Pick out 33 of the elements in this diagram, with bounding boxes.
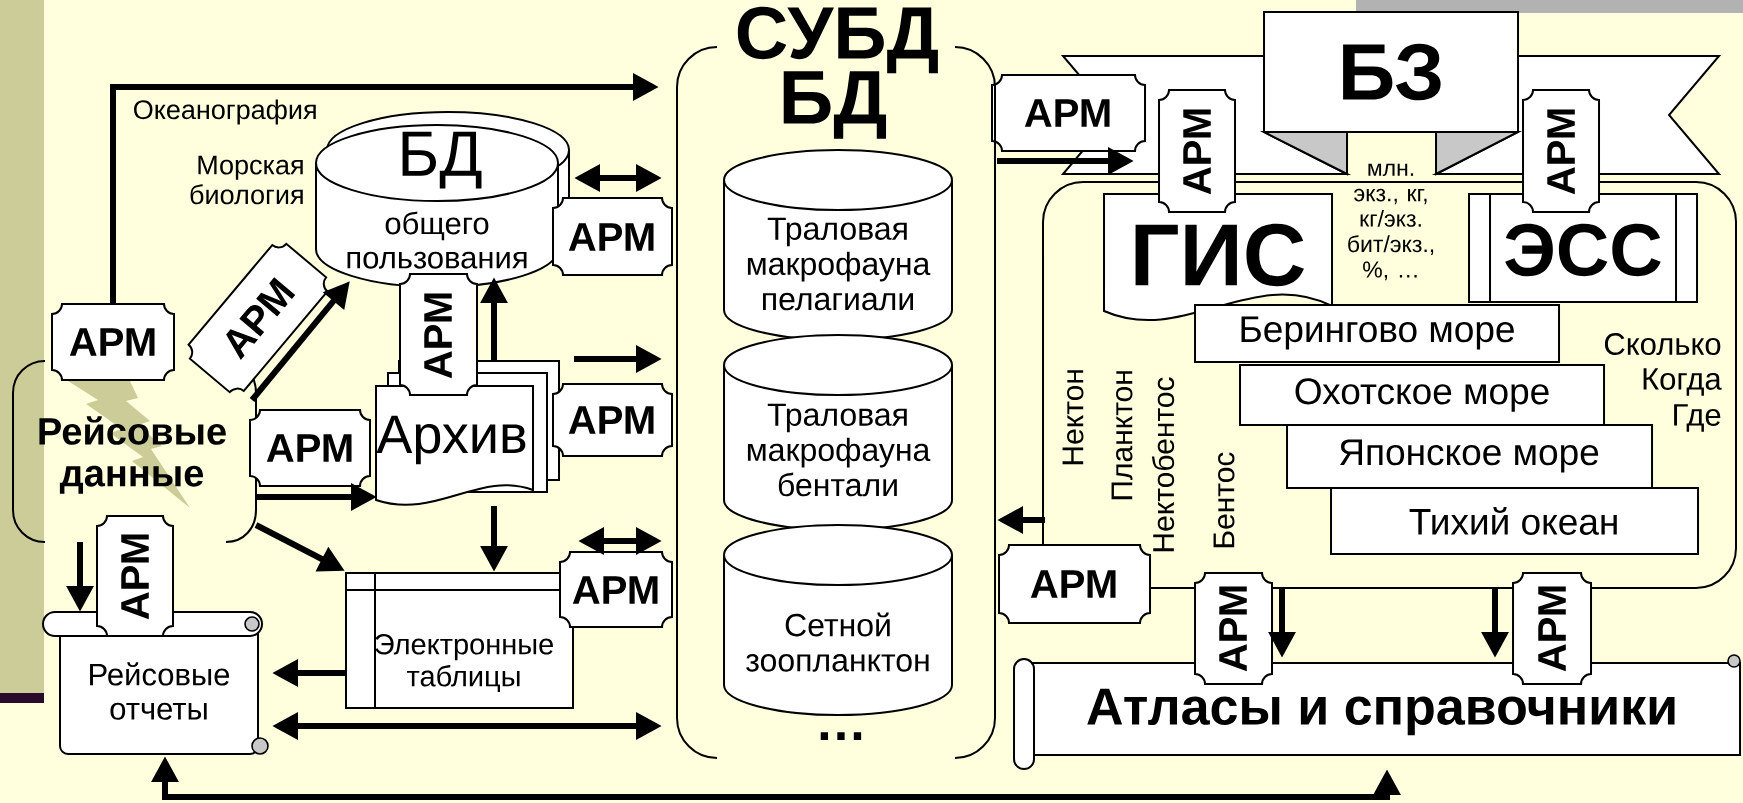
database-cylinder: Траловая макрофауна пелагиали	[723, 149, 953, 341]
question-word: Сколько	[1604, 333, 1721, 355]
ticket-tag: АРМ	[552, 197, 673, 276]
ticket-tag: АРМ	[1522, 89, 1600, 213]
table-box: Электронные таблицы	[345, 572, 574, 709]
process-box: ЭСС	[1468, 193, 1698, 303]
ticket-tag: АРМ	[399, 273, 478, 396]
database-cylinder: Траловая макрофауна бентали	[723, 334, 953, 531]
rotated-label: Нектон	[1062, 370, 1084, 465]
ticket-tag: АРМ	[559, 551, 673, 628]
tab-box: Тихий океан	[1330, 487, 1700, 555]
tab-box: Берингово море	[1194, 304, 1560, 363]
side-label: Океанография	[134, 99, 316, 125]
database-cylinder: Сетной зоопланктон	[723, 524, 953, 716]
ticket-tag: АРМ	[51, 303, 175, 381]
database-cylinder: БД общего пользования	[315, 111, 570, 288]
ticket-tag: АРМ	[1158, 89, 1236, 213]
tab-box: Японское море	[1286, 424, 1654, 489]
rotated-label: Планктон	[1111, 371, 1133, 500]
rotated-label: Нектобентос	[1151, 377, 1175, 552]
ticket-tag: АРМ	[1194, 572, 1273, 685]
ticket-tag: АРМ	[1512, 572, 1593, 685]
tab-box: Охотское море	[1239, 364, 1606, 426]
ticket-tag: АРМ	[96, 515, 174, 637]
side-label: Морская биология	[190, 155, 303, 205]
ticket-tag: АРМ	[991, 74, 1146, 152]
question-word: Когда	[1643, 368, 1722, 396]
node-label: БЗ	[1343, 43, 1441, 101]
ticket-tag: АРМ	[998, 544, 1151, 624]
ticket-tag: АРМ	[552, 383, 673, 457]
question-word: Где	[1674, 404, 1721, 432]
rotated-label: Бентос	[1213, 452, 1235, 548]
ticket-tag: АРМ	[249, 409, 371, 487]
